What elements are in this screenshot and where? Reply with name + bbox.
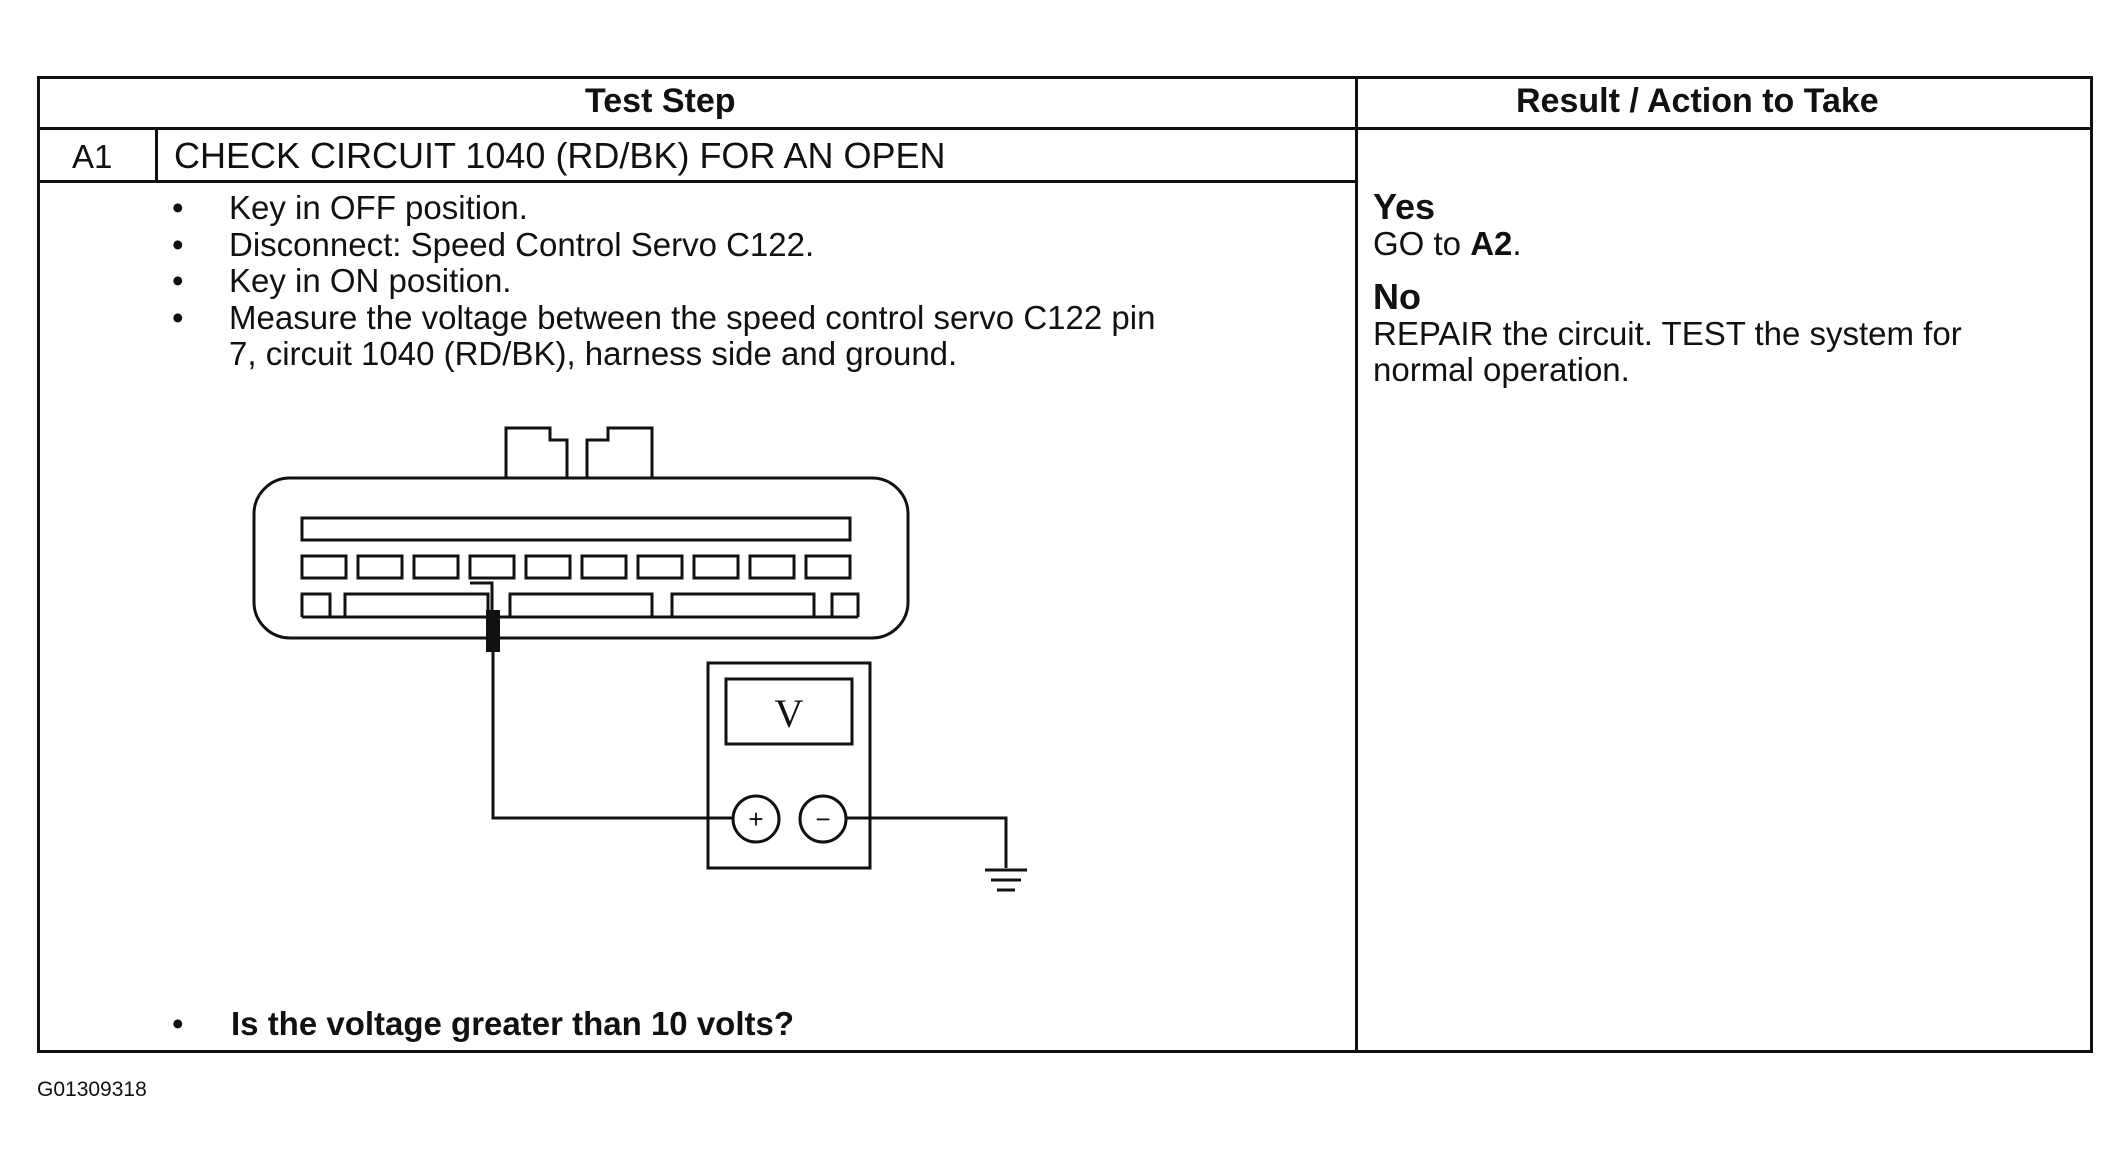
yes-action-prefix: GO to (1373, 225, 1471, 262)
yes-action: GO to A2. (1373, 225, 1522, 263)
negative-symbol: − (815, 804, 830, 834)
instruction-continuation: 7, circuit 1040 (RD/BK), harness side an… (229, 335, 958, 372)
voltmeter-icon: V + − (706, 661, 872, 870)
negative-terminal (798, 794, 848, 844)
yes-action-suffix: . (1512, 225, 1522, 262)
connector-icon (252, 426, 910, 640)
test-question: •Is the voltage greater than 10 volts? (172, 1005, 794, 1042)
no-action-line: normal operation. (1373, 351, 1630, 388)
yes-action-target: A2 (1470, 225, 1513, 262)
yes-label: Yes (1373, 186, 1436, 227)
header-divider (37, 127, 2093, 130)
test-leads (491, 650, 1008, 868)
step-id-divider (155, 127, 158, 182)
step-title: CHECK CIRCUIT 1040 (RD/BK) FOR AN OPEN (174, 135, 946, 176)
test-table (37, 76, 2093, 1053)
instruction-item: Measure the voltage between the speed co… (172, 299, 1155, 337)
instruction-item: Disconnect: Speed Control Servo C122. (172, 226, 1155, 264)
positive-terminal (731, 794, 781, 844)
step-id: A1 (72, 138, 113, 175)
meter-symbol: V (775, 691, 804, 736)
question-text: Is the voltage greater than 10 volts? (231, 1005, 794, 1042)
column-divider (1355, 76, 1358, 1053)
instruction-item: Key in ON position. (172, 262, 1155, 300)
instruction-list: Key in OFF position. Disconnect: Speed C… (172, 189, 1155, 337)
no-label: No (1373, 276, 1421, 317)
positive-symbol: + (748, 804, 763, 834)
instruction-item: Key in OFF position. (172, 189, 1155, 227)
figure-id: G01309318 (37, 1078, 147, 1101)
probe-tip (486, 610, 500, 652)
step-title-divider (37, 180, 1358, 183)
header-result-action: Result / Action to Take (1516, 82, 1879, 120)
ground-icon (985, 868, 1027, 892)
header-test-step: Test Step (585, 82, 736, 120)
no-action-line: REPAIR the circuit. TEST the system for (1373, 315, 1962, 352)
